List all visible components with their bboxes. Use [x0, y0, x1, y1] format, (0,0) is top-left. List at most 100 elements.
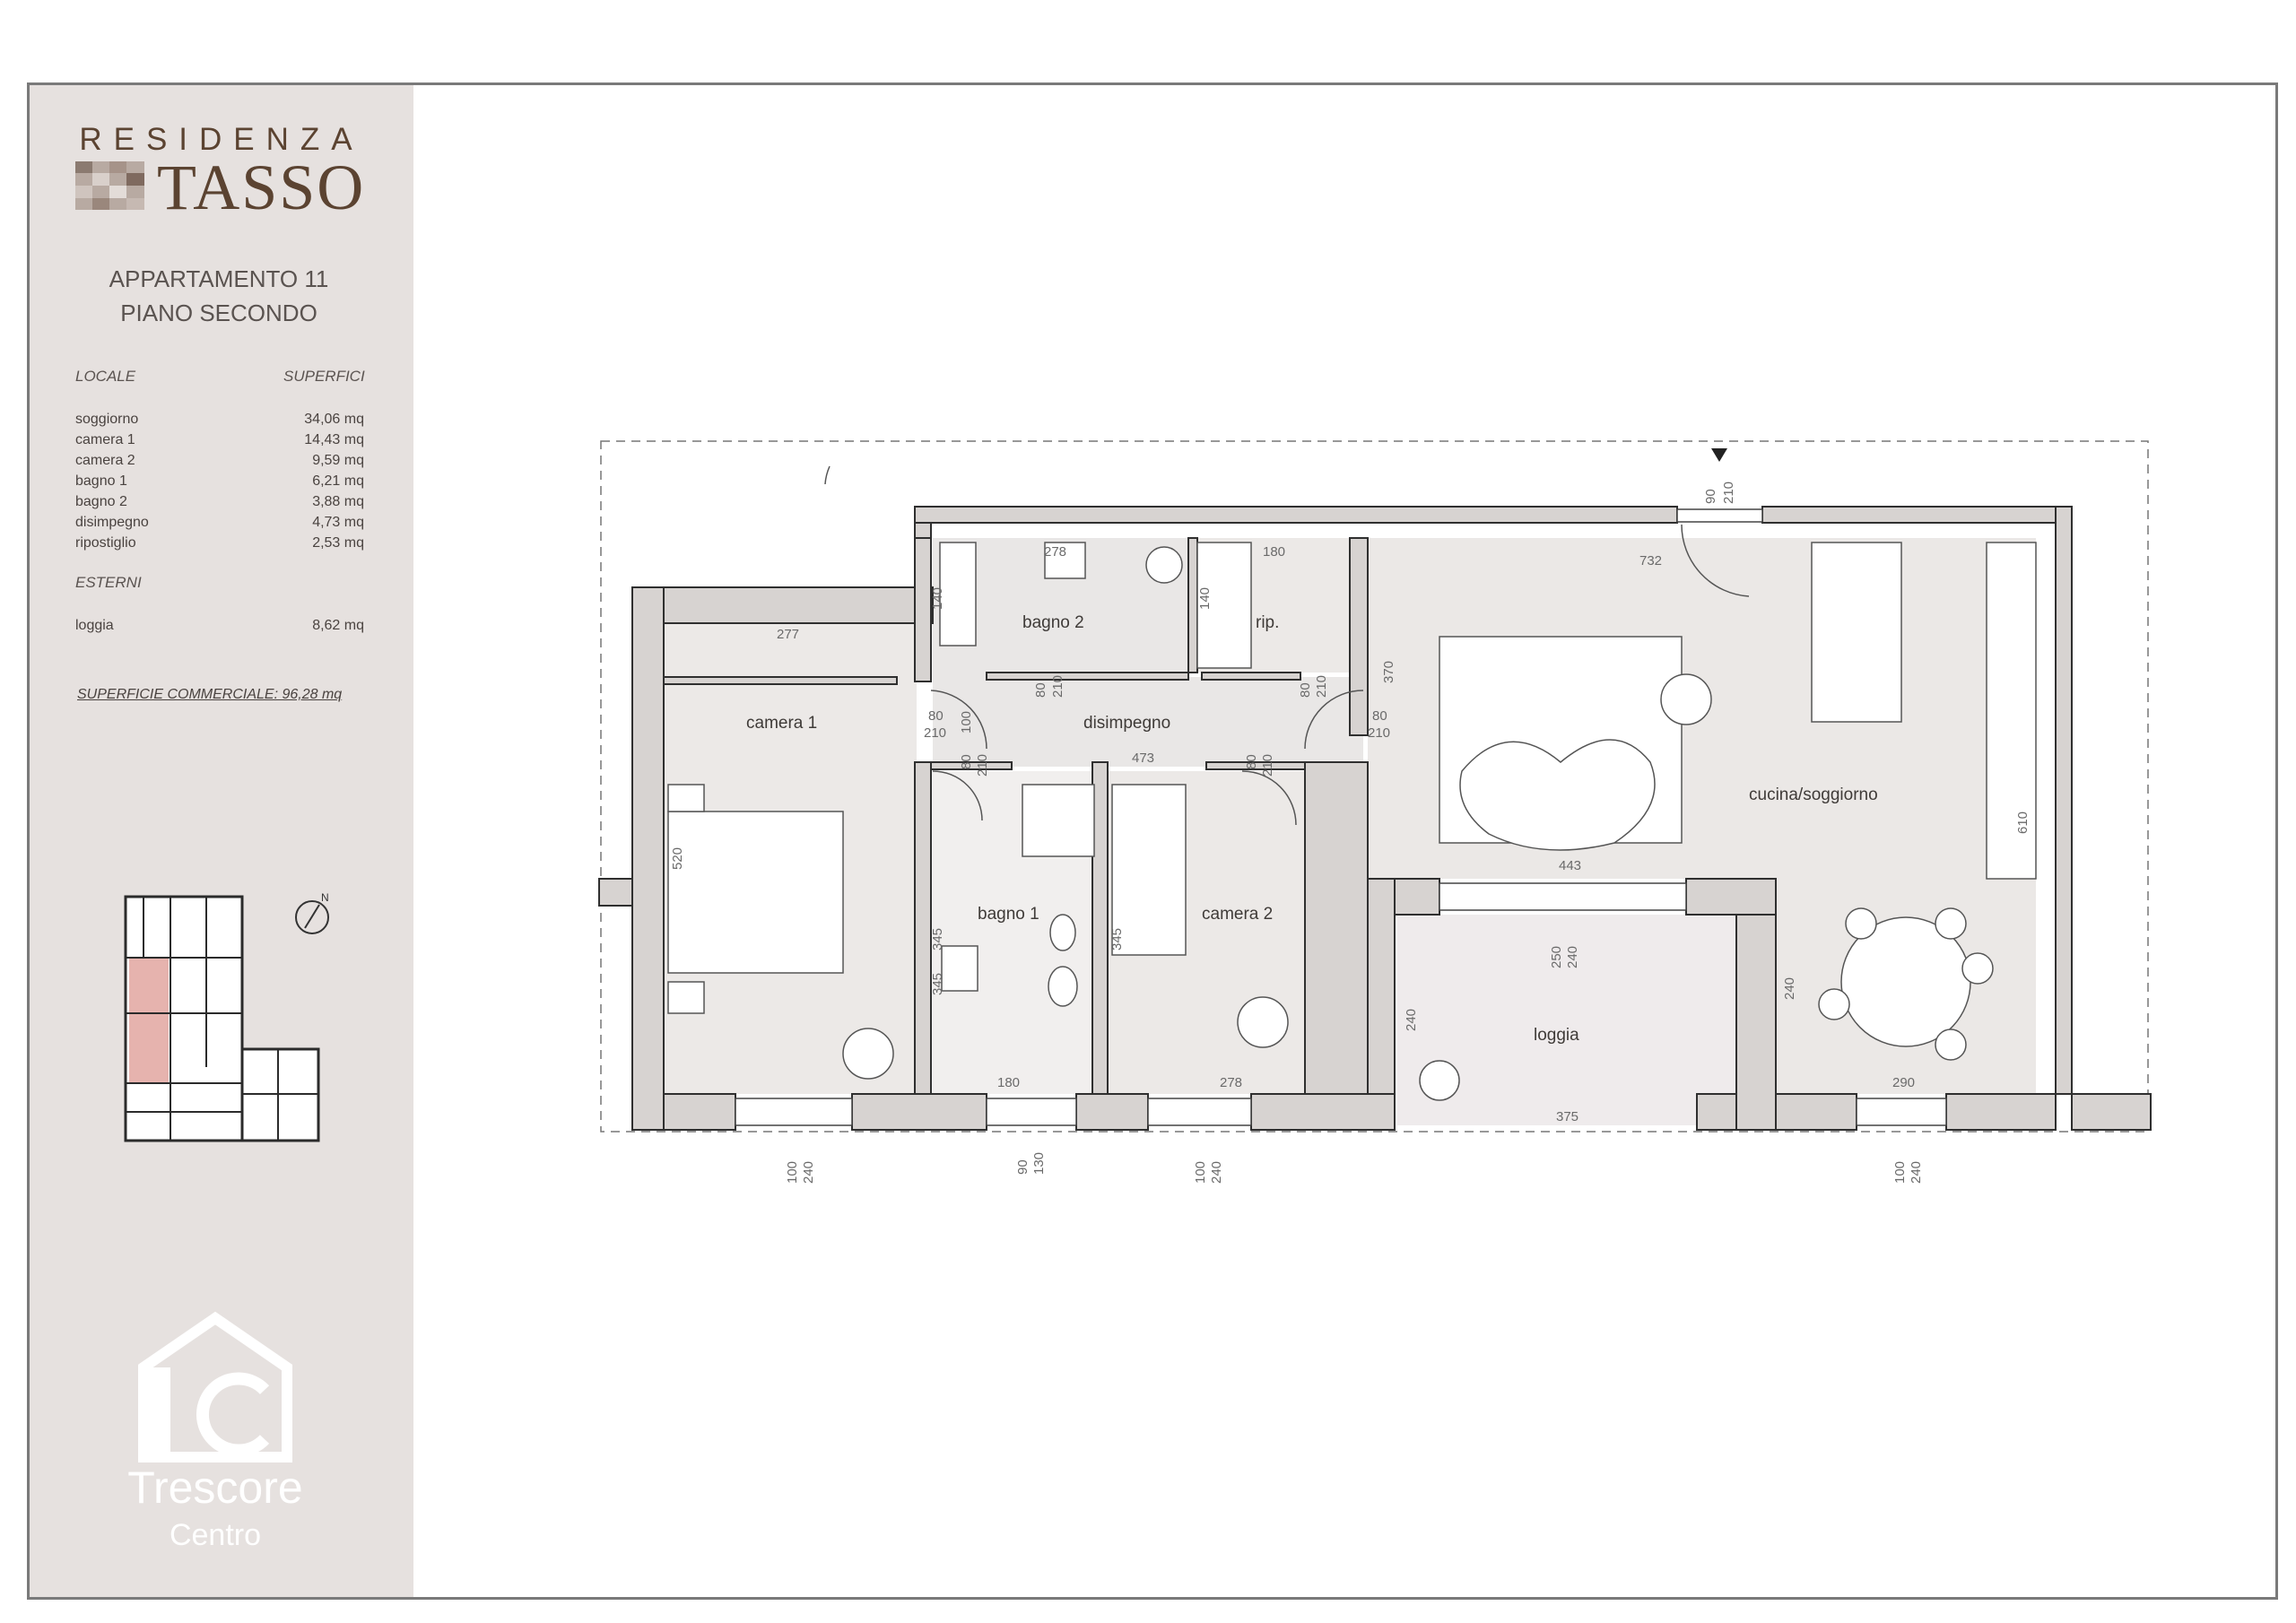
dim-label: 210	[924, 725, 946, 741]
page-frame	[27, 82, 2278, 1600]
room-name: loggia	[75, 618, 114, 633]
room-area: 8,62 mq	[312, 618, 364, 633]
dim-label: 210	[1260, 754, 1275, 777]
room-label-cucina: cucina/soggiorno	[1749, 785, 1878, 804]
windows	[735, 508, 1947, 1126]
sofa	[1459, 739, 1656, 851]
dim-label: 210	[1721, 482, 1736, 504]
dim-label: 100	[959, 711, 974, 733]
door-swings	[824, 465, 1750, 826]
room-name: bagno 1	[75, 473, 127, 489]
room-label-camera1: camera 1	[746, 714, 817, 733]
dim-label: 375	[1556, 1109, 1578, 1124]
area-row: bagno 1 6,21 mq	[75, 471, 364, 491]
dim-label: 278	[1044, 544, 1066, 560]
dim-label: 732	[1639, 553, 1662, 568]
room-area: 14,43 mq	[304, 432, 364, 447]
room-name: camera 2	[75, 453, 135, 468]
apartment-heading: APPARTAMENTO 11 PIANO SECONDO	[54, 262, 384, 330]
double-bed	[667, 811, 844, 974]
dim-label: 278	[1220, 1075, 1242, 1090]
room-label-disimpegno: disimpegno	[1083, 714, 1170, 733]
dim-label: 473	[1132, 751, 1154, 766]
dim-label: 240	[1782, 977, 1797, 1000]
room-name: ripostiglio	[75, 535, 136, 551]
room-area: 3,88 mq	[312, 494, 364, 509]
room-name: camera 1	[75, 432, 135, 447]
area-row: camera 1 14,43 mq	[75, 430, 364, 450]
trescore-logo-icon	[138, 1311, 292, 1462]
dim-label: 90	[1703, 489, 1718, 504]
compass-icon: N	[295, 892, 329, 934]
room-name: disimpegno	[75, 515, 149, 530]
room-label-bagno2: bagno 2	[1022, 613, 1084, 632]
apartment-floor: PIANO SECONDO	[120, 299, 317, 326]
room-label-camera2: camera 2	[1202, 905, 1273, 924]
dim-label: 80	[959, 754, 974, 769]
dim-label: 240	[1209, 1161, 1224, 1184]
dim-label: 345	[930, 973, 945, 995]
room-label-rip: rip.	[1256, 613, 1279, 632]
dim-label: 345	[1109, 928, 1125, 950]
dim-label: 240	[1565, 946, 1580, 968]
area-row: soggiorno 34,06 mq	[75, 409, 364, 430]
room-label-loggia: loggia	[1534, 1026, 1579, 1045]
external-header: ESTERNI	[75, 574, 142, 591]
dim-label: 240	[801, 1161, 816, 1184]
walls	[598, 506, 2152, 1131]
dim-label: 250	[1549, 946, 1564, 968]
room-name: soggiorno	[75, 412, 139, 427]
dim-label: 610	[2015, 812, 2031, 834]
sidebar	[30, 85, 413, 1597]
area-row: ripostiglio 2,53 mq	[75, 533, 364, 553]
dim-label: 180	[997, 1075, 1020, 1090]
area-row: camera 2 9,59 mq	[75, 450, 364, 471]
dim-label: 80	[1033, 682, 1048, 698]
col-room-header: LOCALE	[75, 368, 136, 385]
dimensions: 277 278 180 140 140 732 90 210 80 210 10…	[670, 482, 2031, 1184]
dim-label: 130	[1031, 1152, 1047, 1175]
brand-sub: Centro	[169, 1518, 262, 1552]
room-area: 6,21 mq	[312, 473, 364, 489]
dim-label: 210	[975, 754, 990, 777]
dim-label: 80	[1244, 754, 1259, 769]
brand-name: Trescore	[127, 1462, 303, 1513]
dim-label: 90	[1015, 1159, 1031, 1175]
room-area: 34,06 mq	[304, 412, 364, 427]
room-area: 2,53 mq	[312, 535, 364, 551]
dim-label: 100	[1892, 1161, 1908, 1184]
dim-label: 277	[777, 627, 799, 642]
dim-label: 100	[785, 1161, 800, 1184]
furniture	[667, 542, 2037, 1101]
entrance-arrow-icon	[1711, 448, 1727, 462]
area-row-external: loggia 8,62 mq	[75, 615, 364, 636]
single-bed	[1111, 784, 1187, 956]
commercial-area: SUPERFICIE COMMERCIALE: 96,28 mq	[77, 687, 343, 702]
dim-label: 180	[1263, 544, 1285, 560]
area-row: disimpegno 4,73 mq	[75, 512, 364, 533]
room-area: 4,73 mq	[312, 515, 364, 530]
room-area: 9,59 mq	[312, 453, 364, 468]
floor-fills	[664, 538, 2036, 1125]
dim-label: 140	[930, 587, 945, 610]
dim-label: 443	[1559, 858, 1581, 873]
dim-label: 520	[670, 847, 685, 870]
plant-icon	[1419, 1060, 1460, 1101]
logo-mark-icon	[75, 161, 144, 210]
compass-label: N	[321, 892, 329, 904]
dim-label: 80	[928, 708, 944, 724]
dim-label: 210	[1314, 675, 1329, 698]
apartment-title: APPARTAMENTO 11	[109, 265, 329, 292]
kitchen-island	[1811, 542, 1902, 723]
dim-label: 290	[1892, 1075, 1915, 1090]
kitchen-counter	[1986, 542, 2037, 880]
logo-line1: RESIDENZA	[79, 122, 364, 157]
eave-outline	[600, 440, 2149, 1133]
dim-label: 240	[1909, 1161, 1924, 1184]
col-area-header: SUPERFICI	[283, 368, 365, 385]
room-label-bagno1: bagno 1	[978, 905, 1039, 924]
key-plan	[124, 895, 320, 1142]
dim-label: 240	[1404, 1009, 1419, 1031]
